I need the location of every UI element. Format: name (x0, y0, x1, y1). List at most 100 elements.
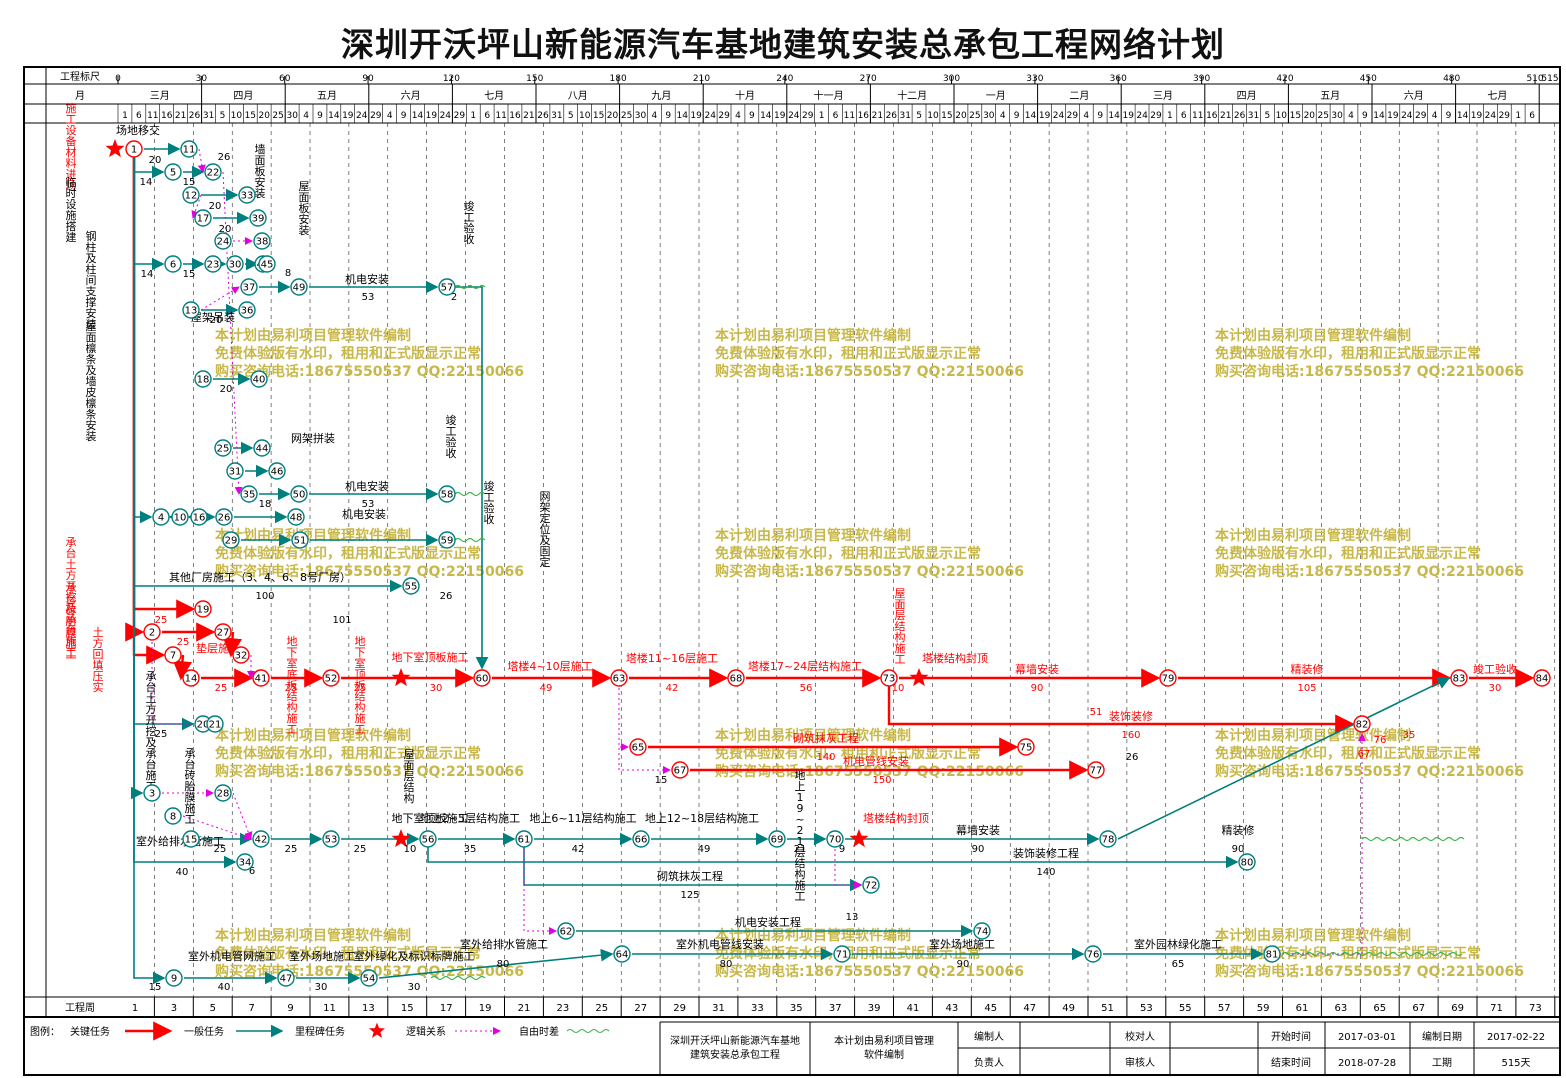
grid-lift-label: 定 (540, 511, 551, 525)
grid-assembly-label: 网架拼装 (291, 431, 335, 445)
roof-struct-label-2: 屋 (404, 748, 415, 761)
milestone-star-icon (849, 829, 869, 848)
watermark-line: 购买咨询电话:18675550537 QQ:22150066 (1215, 963, 1524, 980)
watermark-line: 免费体验版有水印，租用和正式版显示正常 (715, 545, 981, 562)
week-label: 27 (634, 1003, 647, 1014)
day-label: 21 (1220, 111, 1231, 121)
duration-label: 25 (177, 637, 190, 648)
day-label: 14 (1457, 111, 1469, 121)
a19-21-label: 上 (795, 780, 806, 793)
node-circle (226, 255, 244, 273)
node-number: 75 (1020, 743, 1033, 754)
page-title: 深圳开沃坪山新能源汽车基地建筑安装总承包工程网络计划 (341, 25, 1225, 64)
roof-purlin-label: 檩 (86, 341, 97, 355)
wall-panel-label: 墙 (255, 142, 266, 156)
day-label: 24 (1136, 111, 1148, 121)
roof-struct-label: 工 (895, 653, 906, 666)
node-circle (1533, 669, 1551, 687)
pile-cap-label: 施 (66, 635, 77, 648)
duration-label: 25 (155, 615, 168, 626)
node-number: 41 (255, 674, 268, 685)
day-label: 29 (454, 111, 466, 121)
day-label: 4 (1432, 111, 1438, 121)
node-number: 31 (229, 467, 242, 478)
month-label: 五月 (1320, 90, 1340, 102)
week-label: 29 (673, 1003, 686, 1014)
ruler-label: 工程标尺 (60, 71, 100, 83)
roof-panel-label: 装 (299, 224, 310, 237)
activity-arrow (151, 632, 206, 728)
watermark-line: 免费体验版有水印，租用和正式版显示正常 (215, 345, 481, 362)
node-circle (164, 646, 182, 664)
watermark-line: 购买咨询电话:18675550537 QQ:22150066 (215, 363, 524, 380)
node-circle (438, 278, 456, 296)
day-label: 1 (1515, 111, 1521, 121)
roof-panel-label: 屋 (299, 180, 310, 193)
basement-floor-label: 构 (287, 700, 298, 714)
roof-panel-label: 面 (299, 191, 310, 204)
pile-cap-label-2: 方 (146, 702, 157, 716)
watermark-line: 购买咨询电话:18675550537 QQ:22150066 (715, 963, 1024, 980)
day-label: 31 (203, 111, 214, 121)
a2-5-label: 地上2~5层结构施工 (420, 811, 520, 825)
ruler-tick-label: 0 (115, 74, 121, 84)
day-label: 1 (470, 111, 476, 121)
basement-floor-label: 施 (287, 712, 298, 725)
materials-label: 工 (66, 113, 77, 126)
node-number: 1 (131, 145, 137, 156)
day-label: 24 (440, 111, 452, 121)
duration-label: 25 (354, 844, 367, 855)
duration-label: 140 (816, 752, 835, 763)
node-number: 69 (771, 835, 784, 846)
day-label: 20 (607, 111, 619, 121)
day-label: 20 (1304, 111, 1316, 121)
duration-label: 40 (218, 982, 231, 993)
watermark-line: 购买咨询电话:18675550537 QQ:22150066 (1215, 563, 1524, 580)
roof-struct-label: 施 (895, 642, 906, 655)
frame-lift-label: 屋架吊装 (191, 311, 235, 324)
node-circle (204, 163, 222, 181)
milestone-star-icon (105, 139, 125, 158)
pile-cap-label: 及 (66, 602, 77, 615)
day-label: 26 (1234, 111, 1246, 121)
node-circle (182, 301, 200, 319)
day-label: 24 (788, 111, 800, 121)
month-label: 三月 (150, 90, 170, 102)
ruler-tick-label: 30 (196, 74, 208, 84)
free-float-wave (454, 537, 486, 543)
week-label: 7 (249, 1003, 255, 1014)
week-label: 5 (210, 1003, 216, 1014)
basement-floor-label: 地 (287, 635, 298, 648)
day-label: 31 (551, 111, 562, 121)
brick-mold-label: 施 (66, 637, 77, 650)
node-number: 9 (171, 974, 177, 985)
day-label: 11 (844, 111, 855, 121)
node-circle (194, 370, 212, 388)
node-number: 29 (225, 536, 238, 547)
activity-arrow (222, 631, 243, 658)
mep-pipe-label: 机电管线安装 (843, 754, 909, 768)
node-circle (250, 370, 268, 388)
month-label: 一月 (986, 90, 1006, 102)
node-number: 37 (243, 283, 256, 294)
day-label: 9 (317, 111, 323, 121)
node-number: 77 (1090, 766, 1103, 777)
node-circle (252, 830, 270, 848)
steel-column-label: 柱 (86, 262, 97, 276)
node-number: 13 (185, 306, 198, 317)
ruler-tick-label: 150 (526, 74, 543, 84)
node-number: 66 (635, 835, 648, 846)
legend-normal-text: 一般任务 (184, 1025, 224, 1038)
watermark-line: 本计划由易利项目管理软件编制 (215, 927, 411, 944)
duration-label: 10 (404, 844, 417, 855)
node-circle (143, 623, 161, 641)
free-float-wave (1281, 951, 1463, 957)
day-label: 29 (1150, 111, 1162, 121)
a19-21-label: 1 (797, 791, 804, 804)
month-label: 七月 (484, 90, 504, 102)
duration-label: 30 (1489, 683, 1502, 694)
roof-struct-label-2: 构 (404, 791, 415, 805)
duration-label: 35 (464, 844, 477, 855)
free-float-wave (454, 491, 486, 497)
day-label: 29 (1499, 111, 1511, 121)
